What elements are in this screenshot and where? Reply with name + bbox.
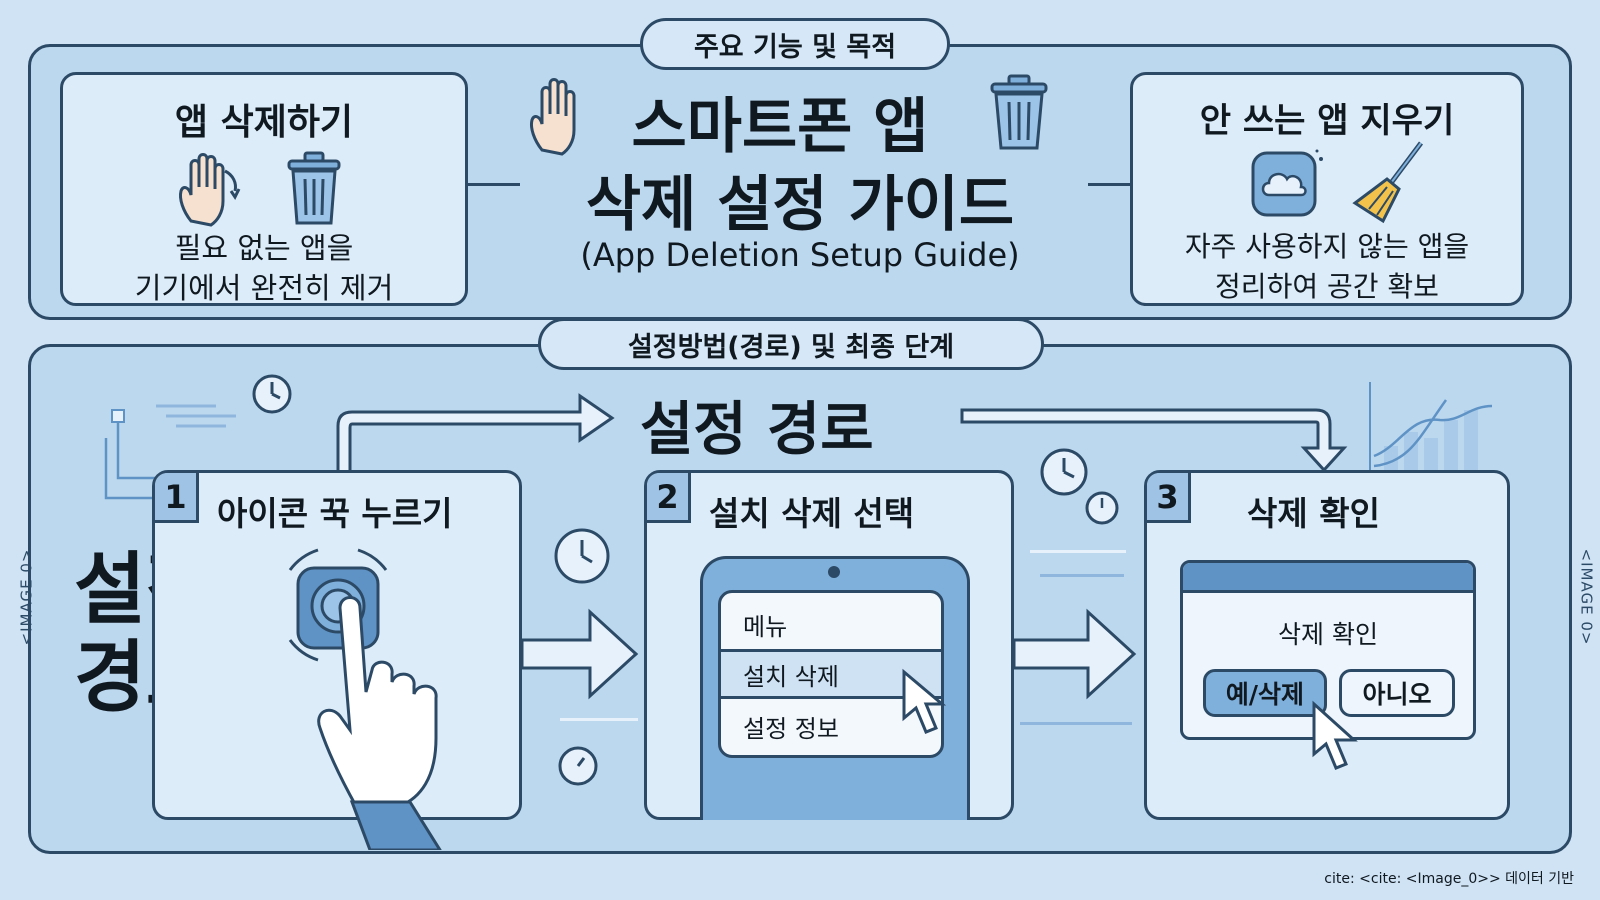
dialog-titlebar [1183,563,1473,593]
circuit-decoration-icon [104,404,236,500]
step-arrow-2 [1012,608,1137,700]
remove-unused-desc-2: 정리하여 공간 확보 [1215,270,1439,303]
clock-icon [1040,448,1088,496]
step-1-number: 1 [155,473,199,523]
cursor-icon [1312,700,1358,770]
confirm-dialog: 삭제 확인 예/삭제 아니오 [1180,560,1476,740]
broom-icon [1352,141,1423,224]
dialog-title: 삭제 확인 [1278,620,1378,649]
cursor-icon [902,668,947,734]
phone-camera [828,566,840,578]
hand-icon-large [530,78,576,156]
clock-icon [554,528,610,584]
delete-app-card: 앱 삭제하기 필요 없는 앱을 기기에서 완전히 제거 [60,72,468,306]
menu-item-menu[interactable]: 메뉴 [743,612,788,641]
trash-icon [287,151,341,225]
path-title: 설정 경로 [640,395,874,463]
side-label-left: <IMAGE 0> [17,548,36,646]
connector-line-left [468,183,520,186]
hand-icon [179,153,241,227]
clock-icon [1085,491,1119,525]
step-3-title: 삭제 확인 [1247,494,1380,533]
dash-decoration [1030,550,1126,553]
footer-cite: cite: <cite: <Image_0>> 데이터 기반 [1324,871,1574,887]
cancel-button[interactable]: 아니오 [1339,669,1455,717]
step-arrow-1 [520,608,639,700]
step-3-number: 3 [1147,473,1191,523]
step-2-number: 2 [647,473,691,523]
connector-line-right [1088,183,1132,186]
remove-unused-card: 안 쓰는 앱 지우기 자주 사용하지 않는 앱을 정리하여 공간 확보 [1130,72,1524,306]
guide-title-line1: 스마트폰 앱 [631,92,929,162]
top-section-label: 주요 기능 및 목적 [640,18,950,70]
menu-item-settings-info[interactable]: 설정 정보 [743,714,839,743]
dash-decoration [1020,722,1132,725]
guide-title-line2: 삭제 설정 가이드 [585,170,1015,240]
bottom-section-label: 설정방법(경로) 및 최종 단계 [538,318,1044,370]
cloud-app-icon [1251,149,1323,217]
clock-icon [252,374,292,414]
delete-app-desc-1: 필요 없는 앱을 [174,231,354,265]
guide-subtitle: (App Deletion Setup Guide) [580,236,1020,274]
dash-decoration [1040,574,1124,577]
remove-unused-desc-1: 자주 사용하지 않는 앱을 [1184,230,1470,263]
remove-unused-title: 안 쓰는 앱 지우기 [1199,101,1455,141]
pointing-hand-icon [317,596,442,850]
trash-icon-large [990,74,1048,150]
clock-icon [558,746,598,786]
delete-app-title: 앱 삭제하기 [174,102,354,143]
dash-decoration [560,718,638,721]
path-arrow-top [336,393,1348,474]
side-label-right: <IMAGE 0> [1577,548,1596,646]
delete-app-desc-2: 기기에서 완전히 제거 [134,271,394,305]
confirm-delete-button[interactable]: 예/삭제 [1203,669,1327,717]
step-1-title: 아이콘 꾹 누르기 [217,494,453,533]
step-2-title: 설치 삭제 선택 [709,494,915,533]
